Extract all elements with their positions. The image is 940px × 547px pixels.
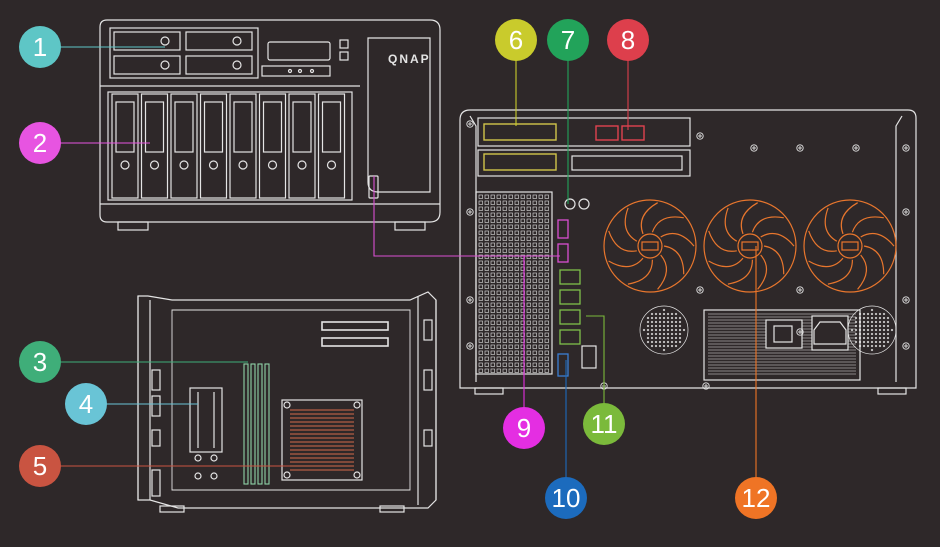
callout-number: 9 — [517, 413, 531, 443]
callout-number: 5 — [33, 451, 47, 481]
drive-bay-icon — [111, 93, 139, 199]
callout-4: 4 — [65, 383, 107, 425]
fan-icon — [703, 199, 797, 293]
callout-number: 7 — [561, 25, 575, 55]
front-view — [99, 19, 441, 231]
callout-number: 4 — [79, 389, 93, 419]
callout-2: 2 — [19, 122, 61, 164]
callout-number: 8 — [621, 25, 635, 55]
callout-3: 3 — [19, 341, 61, 383]
rear-view — [459, 109, 917, 395]
ram-module — [264, 363, 270, 485]
callout-number: 6 — [509, 25, 523, 55]
callout-10: 10 — [545, 477, 587, 519]
leader-lines — [40, 40, 757, 490]
callout-number: 1 — [33, 32, 47, 62]
callout-7: 7 — [547, 19, 589, 61]
lan-port-icon — [559, 329, 581, 345]
lan-port-icon — [559, 309, 581, 325]
drive-bay-icon — [140, 93, 169, 199]
drive-bay-icon — [258, 93, 287, 199]
drive-bay-icon — [229, 93, 257, 199]
speaker-grille — [639, 305, 689, 355]
side-view — [137, 291, 437, 513]
drive-bay-icon — [288, 93, 316, 199]
callout-1: 1 — [19, 26, 61, 68]
callout-number: 12 — [742, 483, 771, 513]
callout-9: 9 — [503, 407, 545, 449]
callout-number: 10 — [552, 483, 581, 513]
callout-number: 2 — [33, 128, 47, 158]
drive-bay-icon — [170, 93, 198, 199]
ram-module — [257, 363, 263, 485]
qnap-logo: QNAP — [388, 52, 431, 66]
lan-port-icon — [559, 269, 581, 285]
callout-number: 11 — [591, 409, 618, 439]
drive-bay-icon — [317, 93, 346, 199]
callout-number: 3 — [33, 347, 47, 377]
fan-icon — [803, 199, 897, 293]
callout-5: 5 — [19, 445, 61, 487]
fan-icon — [603, 199, 697, 293]
drive-bay-icon — [199, 93, 228, 199]
ram-module — [243, 363, 249, 485]
lan-port-icon — [559, 289, 581, 305]
callout-11: 11 — [583, 403, 625, 445]
ram-module — [250, 363, 256, 485]
callout-12: 12 — [735, 477, 777, 519]
callout-8: 8 — [607, 19, 649, 61]
callout-6: 6 — [495, 19, 537, 61]
